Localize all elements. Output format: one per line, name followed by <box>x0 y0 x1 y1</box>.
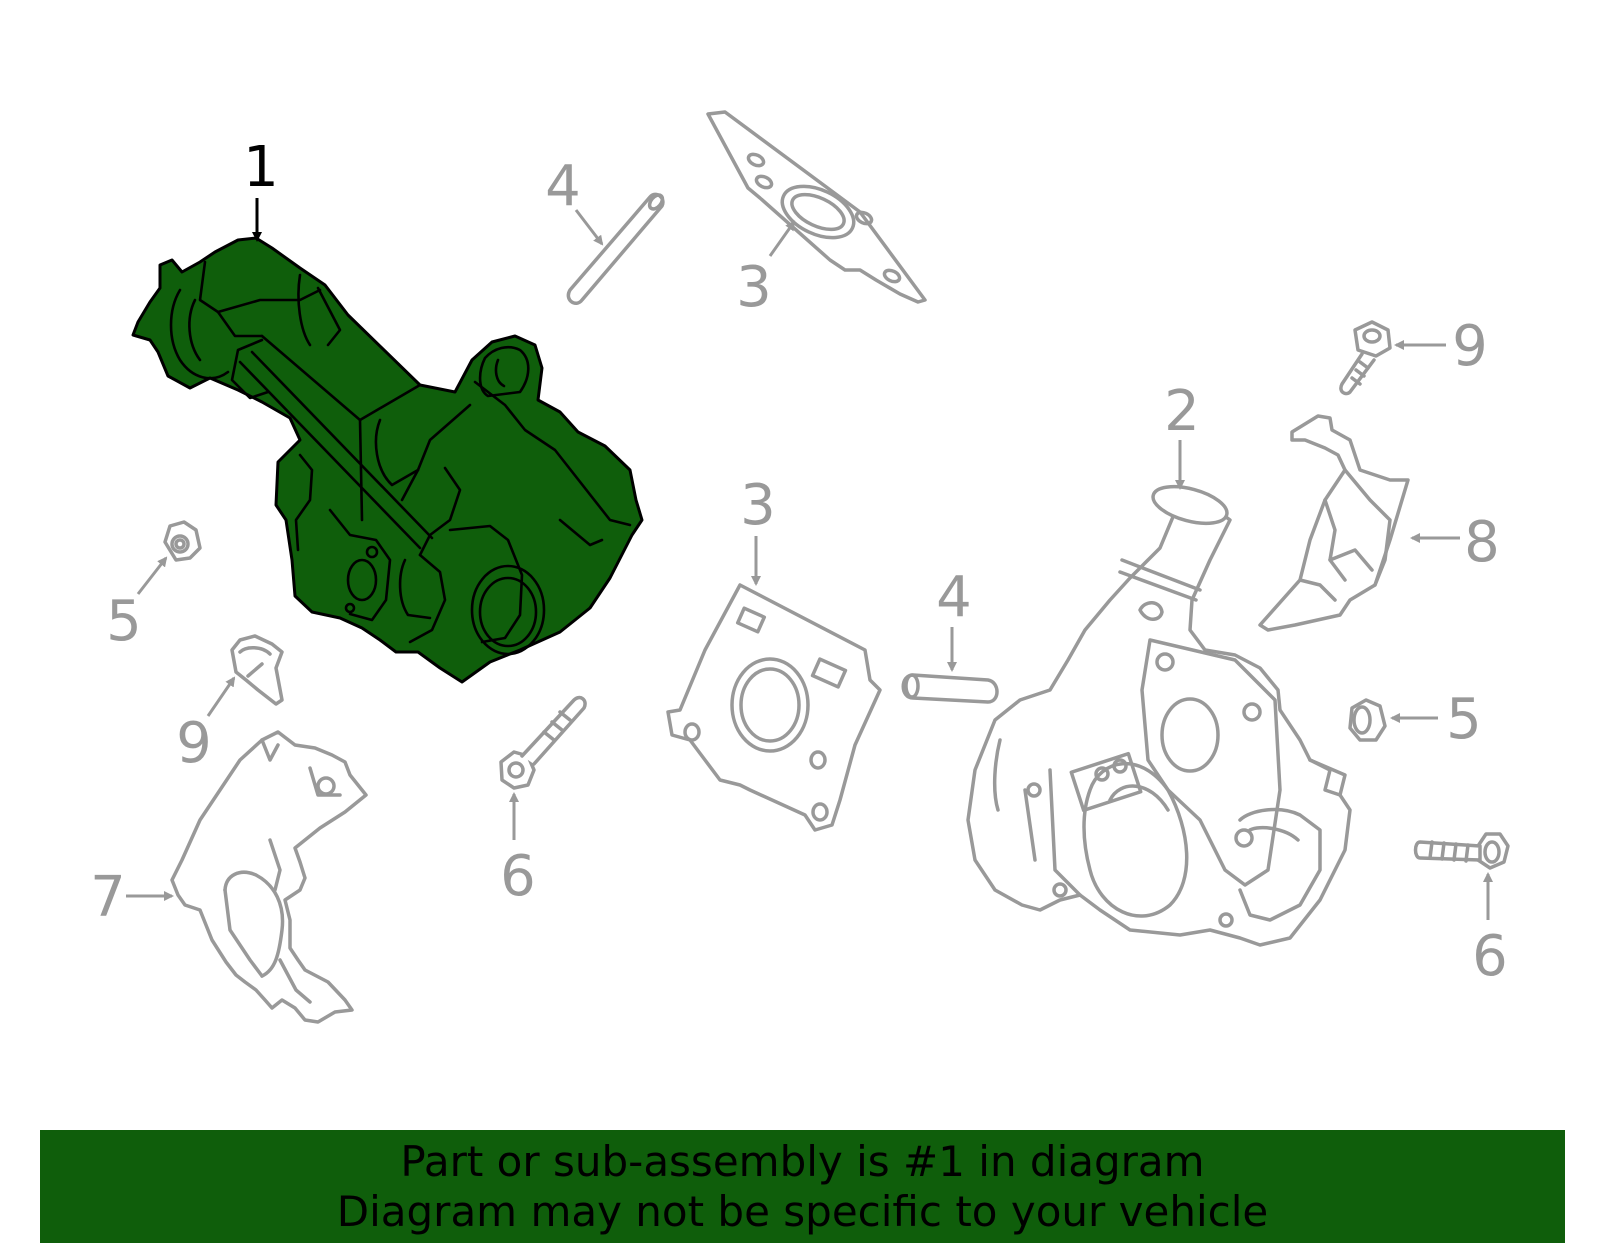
callout-2: 2 <box>1164 379 1200 444</box>
part-4-dowel-pin-upper[interactable] <box>566 192 665 305</box>
callout-3-middle: 3 <box>740 473 776 538</box>
part-3-gasket-upper[interactable] <box>706 110 927 304</box>
callout-9-upper: 9 <box>1452 314 1488 379</box>
callout-4-upper: 4 <box>545 154 581 219</box>
leader-9-left <box>206 676 236 717</box>
part-9-bolt-upper[interactable] <box>1339 320 1392 396</box>
banner-line-1: Part or sub-assembly is #1 in diagram <box>400 1136 1205 1186</box>
callout-4-middle: 4 <box>936 565 972 630</box>
callout-3-upper: 3 <box>736 255 772 320</box>
info-banner: Part or sub-assembly is #1 in diagram Di… <box>40 1130 1565 1243</box>
callout-1: 1 <box>243 135 279 200</box>
part-1-turbocharger-assembly[interactable] <box>131 236 644 684</box>
callout-8: 8 <box>1464 510 1500 575</box>
part-3-gasket-middle[interactable] <box>666 583 882 832</box>
part-6-bolt-middle[interactable] <box>499 695 587 790</box>
part-4-dowel-pin-middle[interactable] <box>901 673 999 704</box>
leader-3-upper <box>768 220 796 257</box>
part-8-heat-shield[interactable] <box>1258 414 1410 632</box>
part-5-nut-right[interactable] <box>1348 698 1387 742</box>
part-5-nut-left[interactable] <box>163 520 202 562</box>
callout-6-middle: 6 <box>500 844 536 909</box>
callout-5-right: 5 <box>1446 687 1482 752</box>
part-6-bolt-right[interactable] <box>1413 832 1510 870</box>
banner-line-2: Diagram may not be specific to your vehi… <box>336 1186 1269 1236</box>
leader-4-upper <box>574 209 604 246</box>
part-7-heat-shield[interactable] <box>170 730 368 1024</box>
callout-7: 7 <box>90 865 126 930</box>
part-9-stud-left[interactable] <box>230 634 284 706</box>
leader-5-left <box>136 556 168 595</box>
part-2-turbocharger[interactable] <box>966 480 1352 947</box>
callout-9-left: 9 <box>176 711 212 776</box>
callout-leaders <box>126 198 1493 920</box>
callout-6-right: 6 <box>1472 924 1508 989</box>
callout-labels: 1 4 3 9 2 8 3 4 5 9 5 6 7 6 <box>90 135 1508 989</box>
callout-5-left: 5 <box>106 589 142 654</box>
